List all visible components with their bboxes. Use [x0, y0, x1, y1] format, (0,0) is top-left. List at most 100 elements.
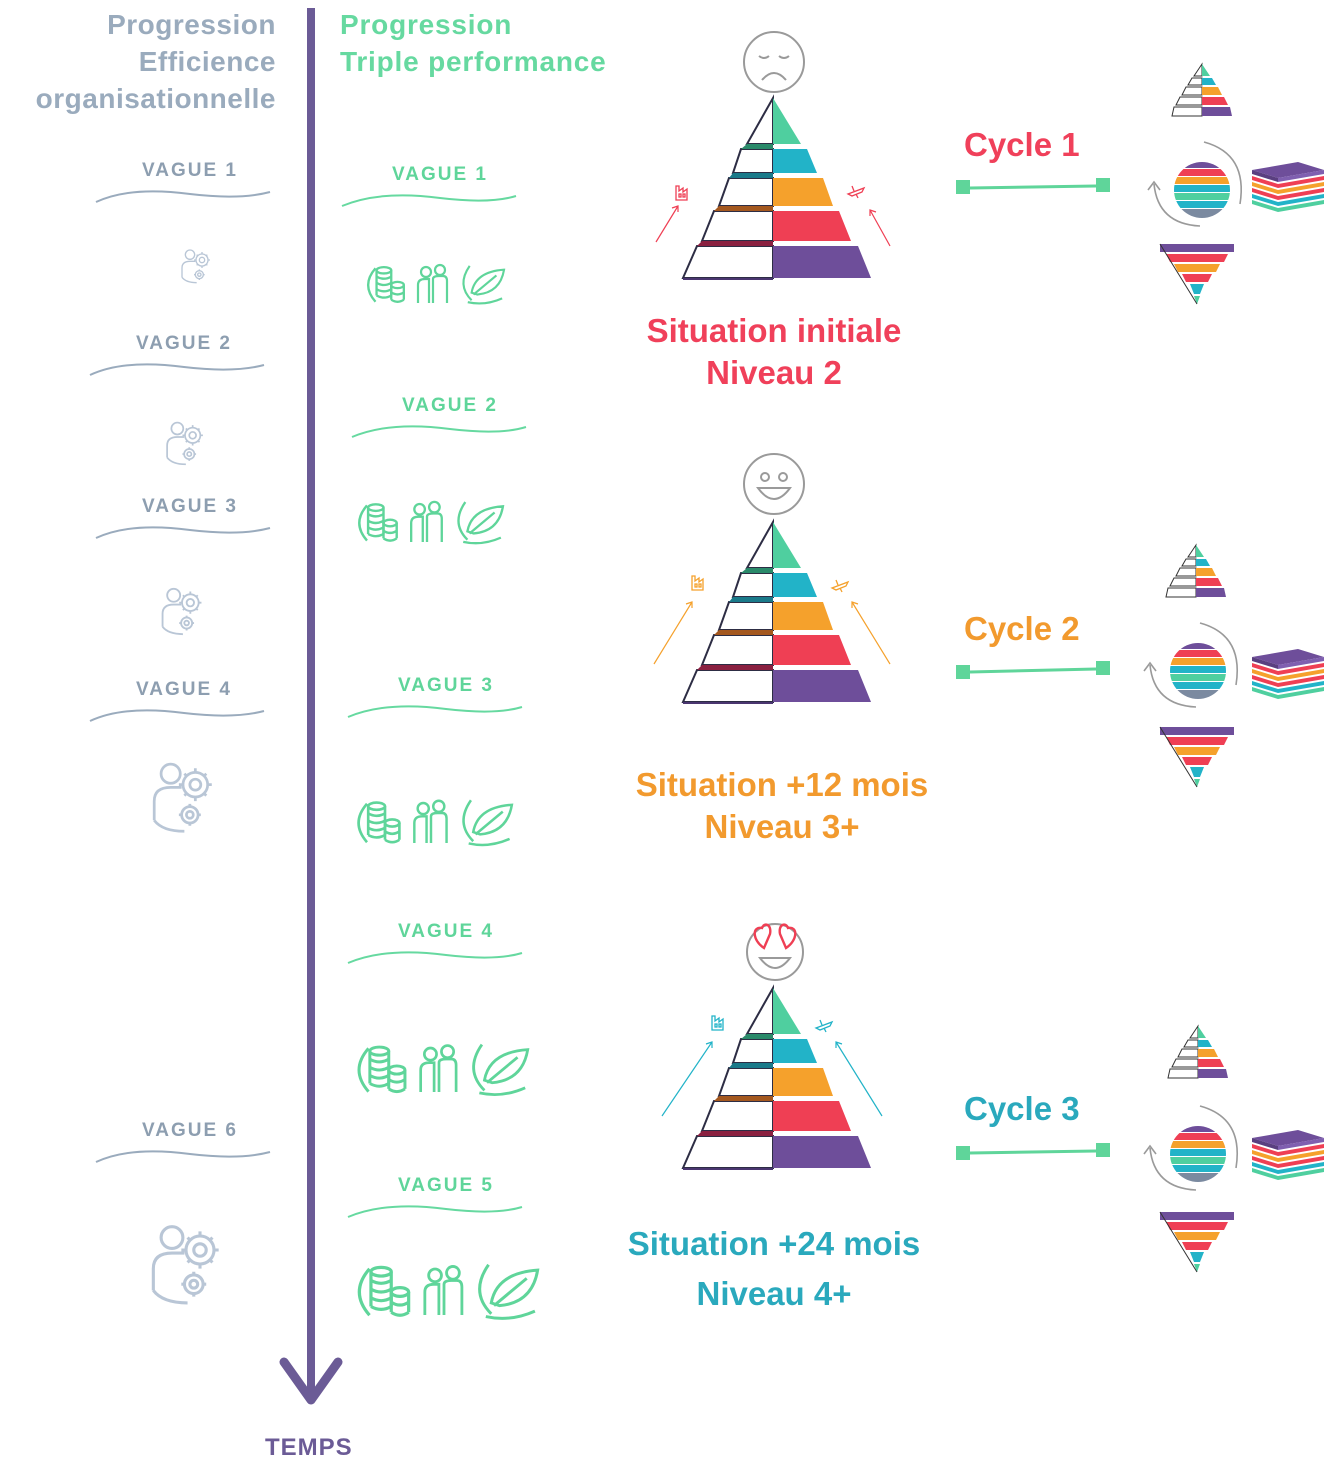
progress-arrow-right: [851, 601, 891, 665]
left-wave-6: VAGUE 6: [90, 1120, 290, 1171]
cycle-3-graphic: [1140, 1025, 1330, 1273]
plane-icon: [831, 579, 849, 593]
wave-underline: [347, 1205, 523, 1218]
leaf-icon: [462, 264, 506, 305]
team-gear-icon: [152, 762, 214, 833]
cycle-2-connector: [956, 661, 1110, 679]
middle-wave-1: VAGUE 1: [340, 164, 540, 215]
middle-wave-2: VAGUE 2: [350, 395, 550, 446]
cycle-2-graphic: [1140, 544, 1330, 790]
people-icon: [413, 799, 449, 845]
plane-icon: [815, 1019, 833, 1033]
middle-wave-4: VAGUE 4: [346, 921, 546, 972]
triple-performance-icons: [355, 798, 516, 853]
striped-sphere-icon: [1168, 641, 1228, 701]
cycle-1-connector: [956, 178, 1110, 194]
people-icon: [423, 1265, 464, 1317]
coins-icon: [366, 265, 406, 303]
team-gear-icon: [181, 249, 211, 284]
timeline-arrow: [279, 8, 343, 1405]
cycle-arrow-icon: [1143, 1105, 1238, 1191]
left-wave-label: VAGUE 3: [141, 496, 238, 517]
progress-arrow-right: [835, 1041, 883, 1117]
wave-underline: [95, 190, 271, 203]
coins-icon: [357, 1045, 407, 1094]
small-pyramid-icon: [1167, 1025, 1229, 1079]
triple-performance-icons: [355, 1042, 532, 1103]
left-wave-label: VAGUE 2: [135, 333, 232, 354]
people-icon: [419, 1044, 458, 1094]
leaf-icon: [472, 1043, 530, 1097]
middle-wave-5: VAGUE 5: [346, 1175, 546, 1226]
middle-title-line2: Triple performance: [340, 46, 607, 77]
wave-underline: [347, 951, 523, 964]
inverted-pyramid-icon: [1159, 1211, 1235, 1273]
left-wave-label: VAGUE 6: [141, 1120, 238, 1141]
left-column-title: Progression Efficience organisationnelle: [0, 6, 276, 117]
cycle-3-connector: [956, 1143, 1110, 1160]
wave-underline: [347, 705, 523, 718]
wave-underline: [351, 425, 527, 438]
middle-wave-label: VAGUE 5: [397, 1175, 494, 1196]
wave-underline: [95, 1150, 271, 1163]
left-title-line3: organisationnelle: [35, 83, 276, 114]
inverted-pyramid-icon: [1159, 243, 1235, 305]
triple-performance-icons: [355, 1262, 542, 1327]
left-wave-1: VAGUE 1: [90, 160, 290, 211]
wave-underline: [95, 526, 271, 539]
progress-arrow-right: [869, 209, 891, 247]
left-wave-label: VAGUE 4: [135, 679, 232, 700]
cycle-2-label: Cycle 2: [964, 610, 1080, 647]
factory-icon: [691, 575, 704, 591]
timeline-label: TEMPS: [265, 1434, 353, 1461]
people-icon: [417, 263, 449, 305]
plane-icon: [847, 185, 865, 199]
coins-icon: [358, 503, 398, 542]
situation-level: Niveau 4+: [696, 1275, 852, 1312]
cycle-1-graphic: [1140, 63, 1330, 309]
striped-sphere-icon: [1168, 1124, 1228, 1184]
team-gear-icon: [166, 421, 204, 466]
left-wave-2: VAGUE 2: [84, 333, 284, 384]
leaf-icon: [457, 500, 505, 545]
small-pyramid-icon: [1165, 544, 1227, 598]
situation-title: Situation +24 mois: [627, 1225, 921, 1262]
situation-title: Situation +12 mois: [635, 766, 929, 803]
cycle-arrow-icon: [1143, 622, 1238, 708]
team-gear-icon: [161, 587, 203, 636]
small-pyramid-icon: [1171, 63, 1233, 117]
layer-stack-icon: [1252, 162, 1324, 212]
progress-arrow-left: [661, 1041, 713, 1117]
wave-underline: [89, 709, 265, 722]
layer-stack-icon: [1252, 1130, 1324, 1180]
cycle-3-label: Cycle 3: [964, 1090, 1080, 1127]
sad-face-icon: [743, 31, 805, 93]
middle-wave-label: VAGUE 4: [397, 921, 494, 942]
leaf-icon: [478, 1263, 540, 1320]
situation-title: Situation initiale: [646, 312, 902, 349]
cycle-1-label: Cycle 1: [964, 126, 1080, 163]
situation-level: Niveau 3+: [704, 808, 860, 845]
striped-sphere-icon: [1172, 160, 1232, 220]
middle-title-line1: Progression: [340, 9, 513, 40]
coins-icon: [357, 801, 401, 844]
smile-face-icon: [743, 453, 805, 515]
inverted-pyramid-icon: [1159, 726, 1235, 788]
left-wave-3: VAGUE 3: [90, 496, 290, 547]
left-title-line1: Progression: [107, 9, 276, 40]
left-wave-4: VAGUE 4: [84, 679, 284, 730]
situation-3: Situation +24 mois Niveau 4+: [564, 1223, 984, 1315]
leaf-icon: [462, 799, 514, 847]
left-wave-label: VAGUE 1: [141, 160, 238, 181]
middle-wave-label: VAGUE 3: [397, 675, 494, 696]
middle-wave-label: VAGUE 2: [401, 395, 498, 416]
middle-column-title: Progression Triple performance: [340, 6, 660, 80]
heart-eyes-face-icon: [746, 923, 804, 981]
people-icon: [410, 500, 444, 544]
middle-wave-3: VAGUE 3: [346, 675, 546, 726]
progress-arrow-left: [655, 205, 679, 243]
triple-performance-icons: [356, 500, 507, 551]
team-gear-icon: [151, 1225, 221, 1305]
layer-stack-icon: [1252, 649, 1324, 699]
wave-underline: [89, 363, 265, 376]
